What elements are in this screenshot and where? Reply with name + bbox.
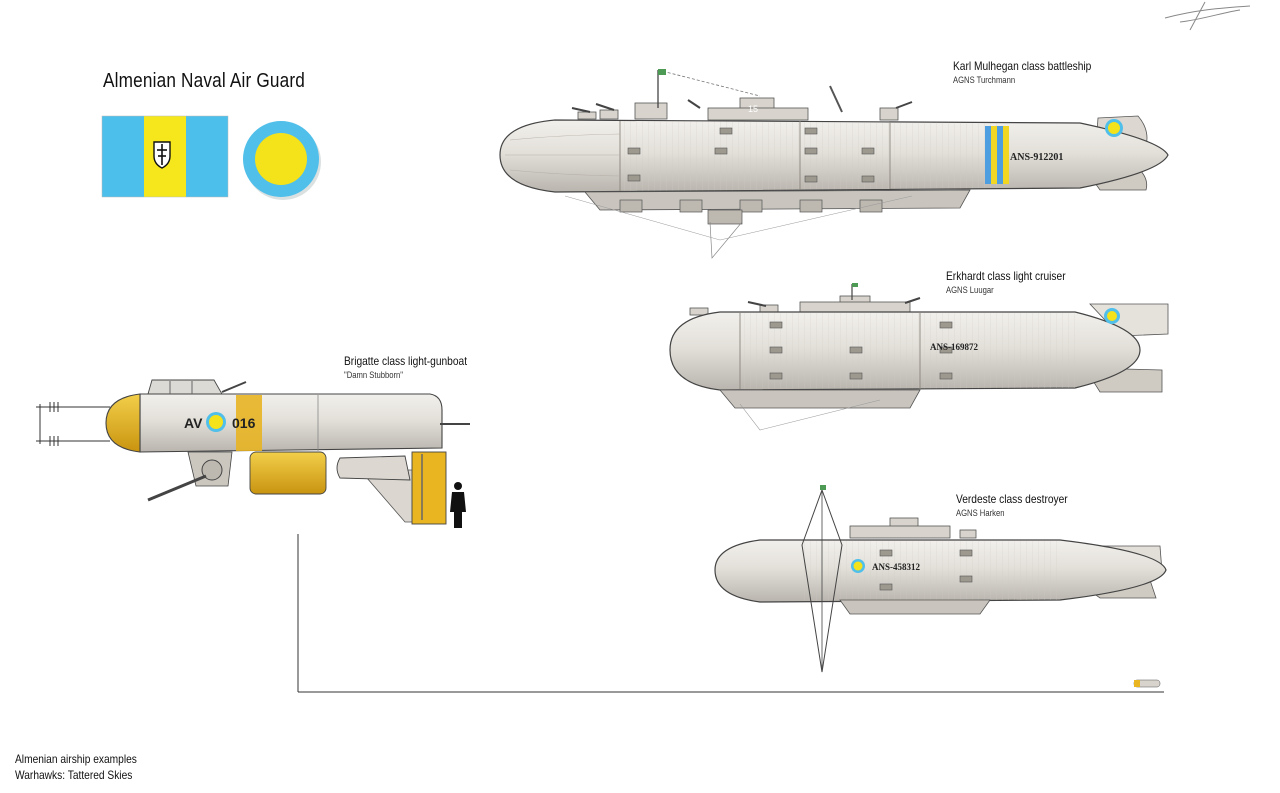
scale-baseline: [297, 534, 1164, 693]
light-cruiser-hull-number: ANS-169872: [930, 342, 979, 352]
artist-signature: [1164, 1, 1251, 31]
battleship-hull-number: ANS-912201: [1010, 152, 1063, 163]
page-title: Almenian Naval Air Guard: [103, 70, 306, 92]
battleship-class-label: Karl Mulhegan class battleship: [953, 59, 1092, 73]
battleship-drawing: [499, 69, 1169, 259]
roundel-icon: [243, 121, 321, 200]
human-scale-figure: [450, 482, 466, 528]
national-flag: [101, 115, 229, 198]
destroyer-vessel-name: AGNS Harken: [956, 508, 1005, 518]
destroyer-drawing: [714, 485, 1167, 673]
cruiser-class-label: Erkhardt class light cruiser: [946, 269, 1066, 283]
battleship-vessel-name: AGNS Turchmann: [953, 75, 1016, 85]
footer-caption: Almenian airship examples Warhawks: Tatt…: [15, 751, 137, 783]
gunboat-code-right: 016: [232, 415, 256, 431]
gunboat-vessel-name: "Damn Stubborn": [344, 370, 404, 380]
shield-cross-icon: [153, 141, 171, 169]
destroyer-hull-number: ANS-458312: [872, 562, 921, 572]
footer-line-2: Warhawks: Tattered Skies: [15, 768, 133, 782]
light-cruiser-drawing: [669, 283, 1169, 431]
battleship-turret-number: 15: [748, 104, 758, 114]
gunboat-class-label: Brigatte class light-gunboat: [344, 354, 468, 368]
footer-line-1: Almenian airship examples: [15, 752, 137, 766]
gunboat-drawing: [36, 379, 470, 528]
mini-gunboat-scale-icon: [1133, 679, 1161, 688]
cruiser-vessel-name: AGNS Luugar: [946, 285, 994, 295]
gunboat-code-left: AV: [184, 415, 203, 431]
destroyer-class-label: Verdeste class destroyer: [956, 492, 1068, 506]
